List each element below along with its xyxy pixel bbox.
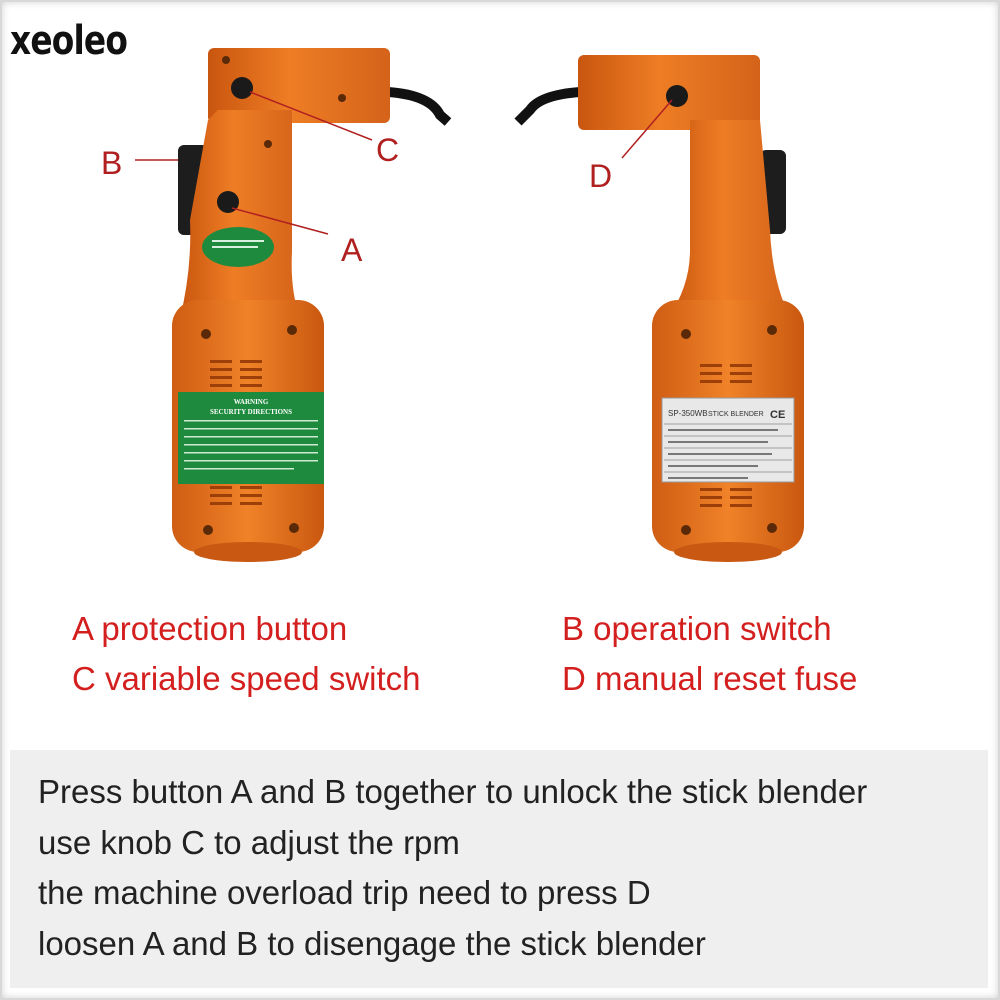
blender-back-view: SP-350WB STICK BLENDER CE <box>514 55 804 562</box>
callout-d: D <box>589 158 613 194</box>
nameplate-model: SP-350WB <box>668 409 708 418</box>
callout-c: C <box>376 132 400 168</box>
instructions-panel <box>10 750 988 988</box>
legend-d: D manual reset fuse <box>562 660 858 697</box>
power-cord-right <box>514 87 581 126</box>
product-photos: WARNING SECURITY DIRECTIONS <box>135 48 804 562</box>
callout-a: A <box>341 232 363 268</box>
instruction-line-1: Press button A and B together to unlock … <box>38 773 868 810</box>
brand-logo: xeoleo <box>10 18 128 64</box>
instruction-line-3: the machine overload trip need to press … <box>38 874 651 911</box>
blender-front-view: WARNING SECURITY DIRECTIONS <box>135 48 452 562</box>
warning-title: WARNING <box>234 398 269 406</box>
nameplate-name: STICK BLENDER <box>708 411 764 418</box>
top-head-left <box>208 48 390 123</box>
nameplate <box>661 397 795 483</box>
legend-b: B operation switch <box>562 610 832 647</box>
legend-a: A protection button <box>72 610 348 647</box>
handle-left <box>180 110 300 318</box>
instruction-line-4: loosen A and B to disengage the stick bl… <box>38 925 706 962</box>
warning-subtitle: SECURITY DIRECTIONS <box>210 408 292 416</box>
nameplate-ce-mark: CE <box>770 409 785 421</box>
speed-knob-c <box>231 77 253 99</box>
handle-right <box>668 120 790 318</box>
callout-b: B <box>101 145 123 181</box>
protection-button-a <box>217 191 239 213</box>
instruction-line-2: use knob C to adjust the rpm <box>38 824 460 861</box>
power-cord-left <box>387 87 452 126</box>
legend-c: C variable speed switch <box>72 660 421 697</box>
